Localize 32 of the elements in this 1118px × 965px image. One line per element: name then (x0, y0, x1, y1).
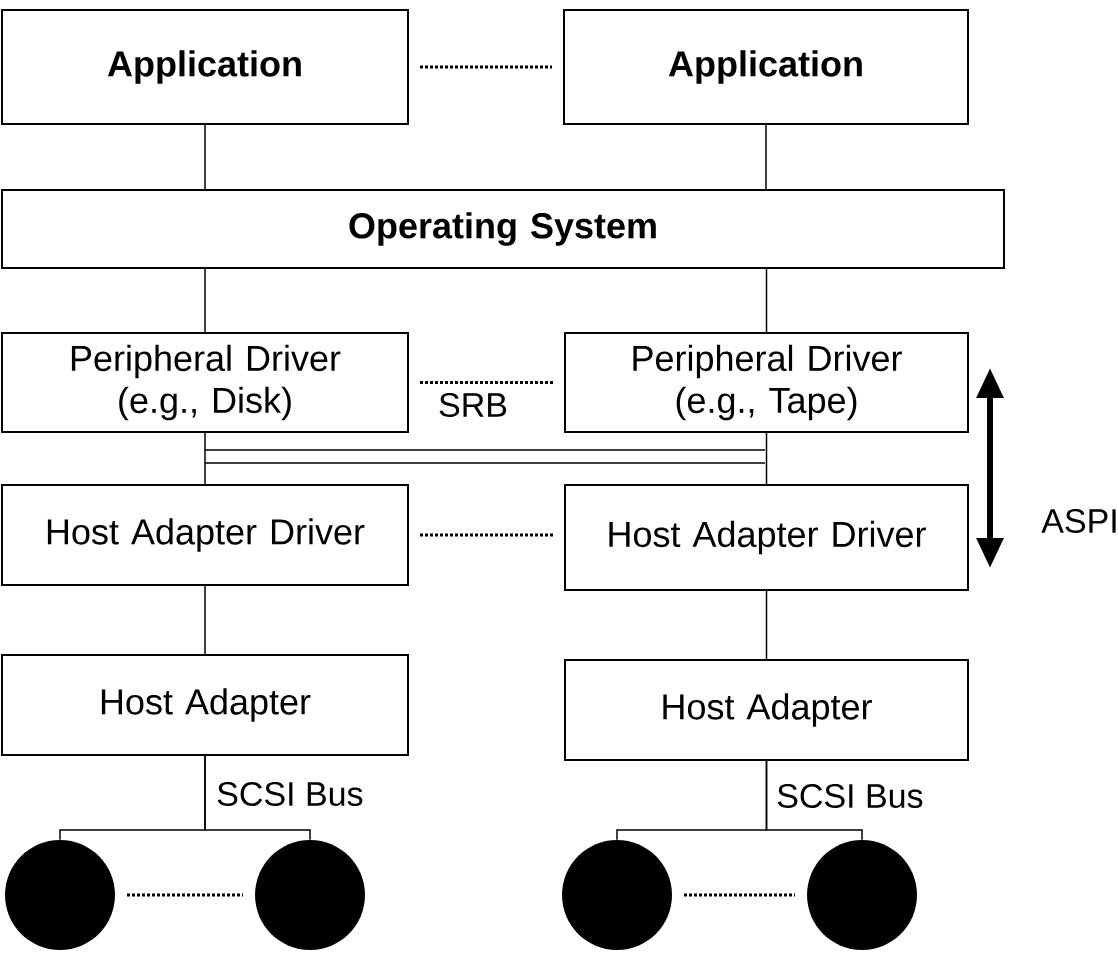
layer-box: Host Adapter Driver (564, 484, 969, 591)
connector-line (204, 585, 206, 655)
layer-box: Host Adapter (564, 659, 969, 761)
ellipsis-dots (420, 65, 552, 69)
connector-line (204, 268, 206, 333)
ellipsis-dots (127, 893, 243, 897)
layer-box: Peripheral Driver (e.g., Tape) (564, 332, 969, 433)
bus-label: SCSI Bus (217, 781, 363, 807)
connector-line (765, 590, 768, 660)
connector-line (765, 124, 767, 190)
connector-line (204, 432, 206, 485)
layer-box: Host Adapter Driver (1, 484, 409, 586)
bus-line (204, 755, 311, 841)
device-circle (807, 840, 917, 950)
device-circle (255, 840, 365, 950)
ellipsis-dots (420, 381, 553, 384)
interface-label: SRB (439, 392, 507, 418)
ellipsis-dots (420, 533, 553, 537)
layer-box: Peripheral Driver (e.g., Disk) (1, 332, 409, 433)
connector-line (204, 124, 206, 190)
layer-box: Host Adapter (1, 654, 409, 756)
interface-label: ASPI (1041, 508, 1116, 534)
device-circle (5, 840, 115, 950)
device-circle (562, 840, 672, 950)
layer-box: Application (563, 9, 969, 125)
ellipsis-dots (684, 893, 795, 897)
bus-line (765, 760, 863, 841)
layer-box: Application (1, 9, 409, 125)
bus-label: SCSI Bus (777, 783, 923, 809)
connector-line (765, 432, 768, 485)
layer-box: Operating System (1, 189, 1005, 269)
connector-line (765, 268, 768, 333)
